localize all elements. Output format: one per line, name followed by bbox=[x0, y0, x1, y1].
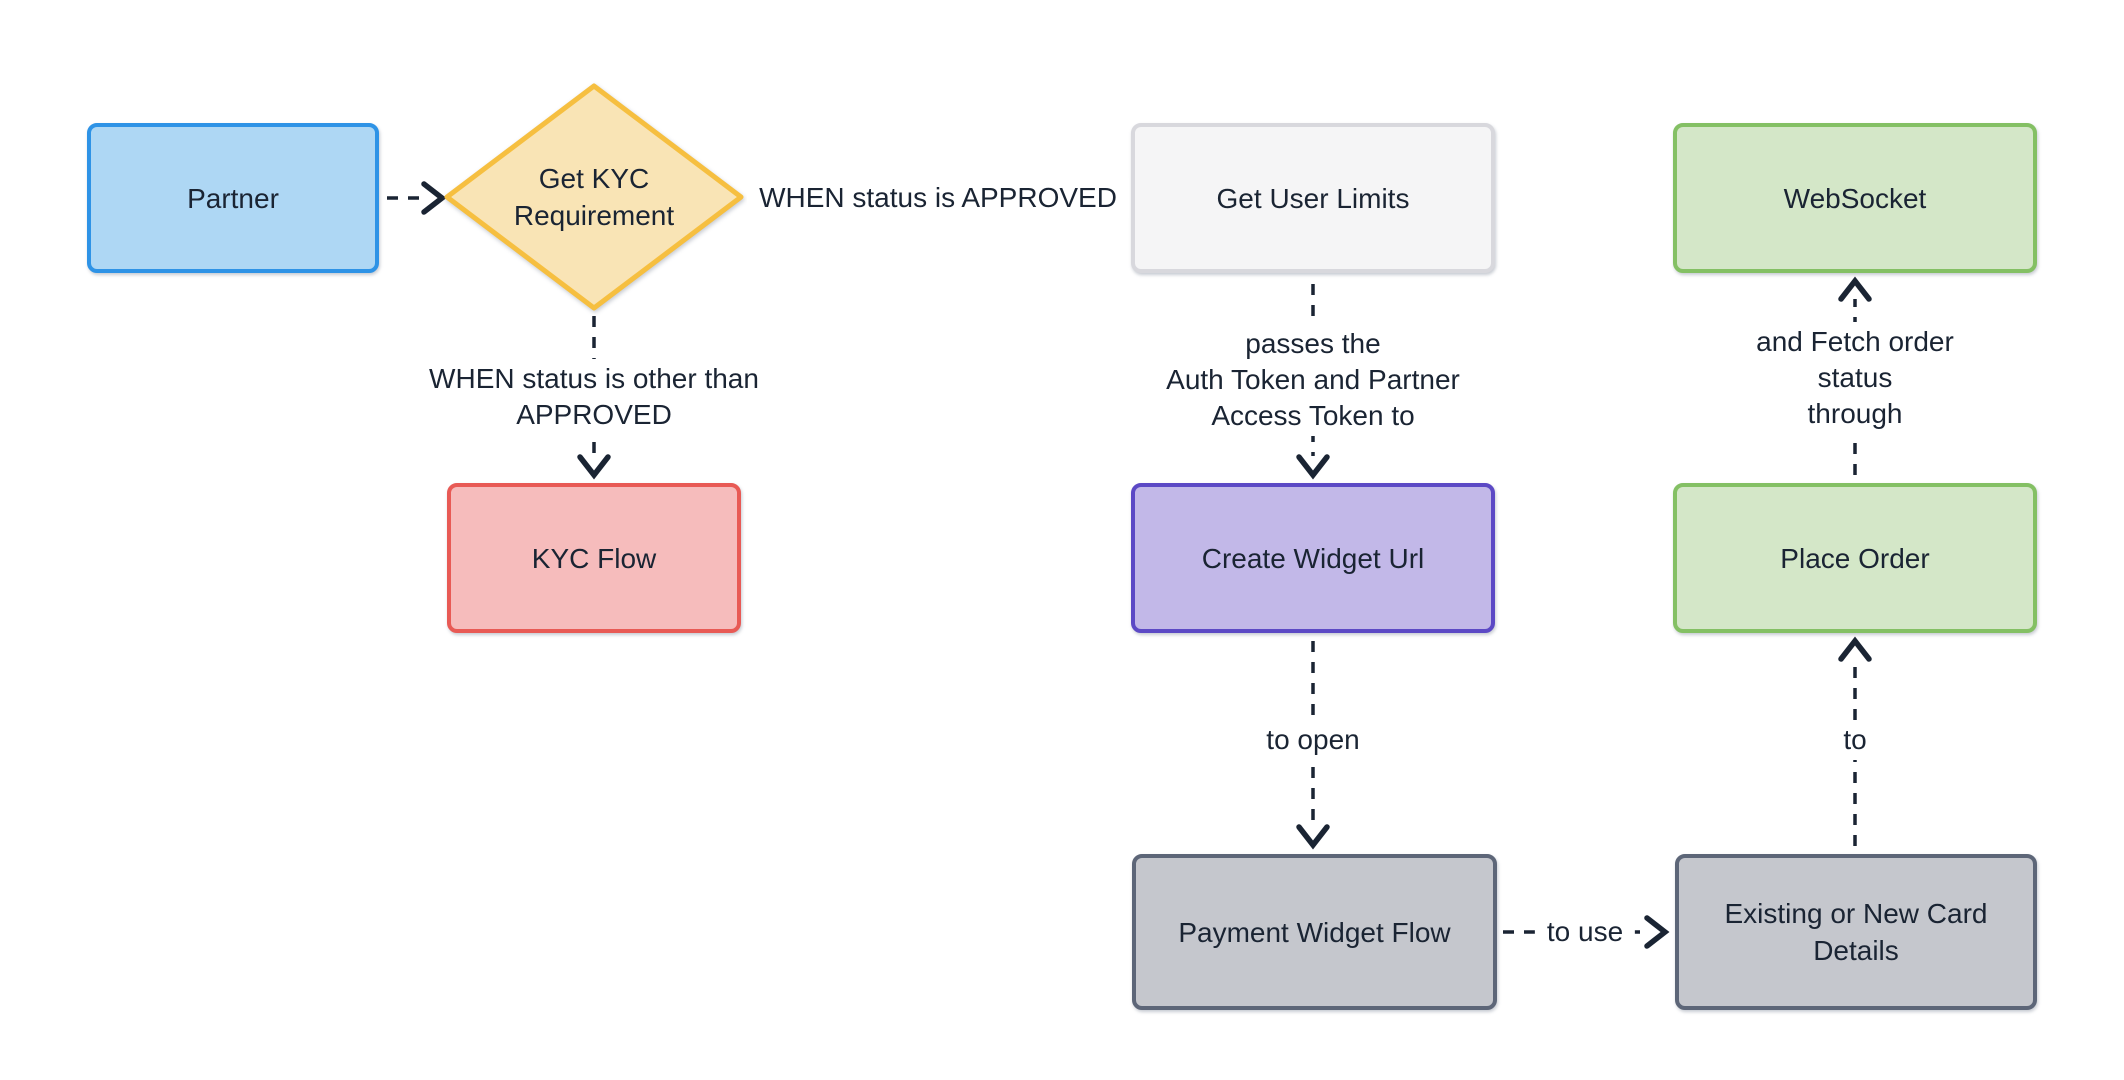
node-get-kyc-requirement-label: Get KYC Requirement bbox=[513, 163, 675, 231]
edge-label-to-open: to open bbox=[1254, 720, 1372, 760]
node-websocket-label: WebSocket bbox=[1783, 182, 1927, 214]
node-place-order-label: Place Order bbox=[1780, 542, 1930, 574]
node-create-widget-url: Create Widget Url bbox=[1131, 483, 1495, 633]
arrowhead-right-icon bbox=[1644, 915, 1670, 949]
edge-label-to: to bbox=[1831, 720, 1879, 760]
node-get-user-limits-label: Get User Limits bbox=[1216, 182, 1410, 214]
node-payment-widget-flow: Payment Widget Flow bbox=[1132, 854, 1497, 1010]
arrowhead-down-icon bbox=[1296, 824, 1330, 850]
edge-partner-to-kyc-requirement bbox=[387, 181, 447, 215]
arrowhead-right-icon bbox=[421, 181, 447, 215]
node-websocket: WebSocket bbox=[1673, 123, 2037, 273]
arrowhead-down-icon bbox=[1296, 454, 1330, 480]
edge-label-and-fetch-order-status-through: and Fetch order status through bbox=[1720, 322, 1990, 434]
arrowhead-up-icon bbox=[1838, 636, 1872, 662]
edge-label-to-use: to use bbox=[1534, 912, 1636, 952]
node-create-widget-url-label: Create Widget Url bbox=[1201, 542, 1425, 574]
node-place-order: Place Order bbox=[1673, 483, 2037, 633]
edge-label-passes-the-auth-token: passes the Auth Token and Partner Access… bbox=[1154, 324, 1472, 436]
arrowhead-down-icon bbox=[577, 454, 611, 480]
edge-label-when-status-is-other-than-approved: WHEN status is other than APPROVED bbox=[417, 359, 771, 435]
node-existing-or-new-card-label: Existing or New Card Details bbox=[1724, 898, 1988, 966]
node-kyc-flow: KYC Flow bbox=[447, 483, 741, 633]
node-get-kyc-requirement bbox=[444, 83, 744, 311]
arrowhead-up-icon bbox=[1838, 276, 1872, 302]
node-existing-or-new-card: Existing or New Card Details bbox=[1675, 854, 2037, 1010]
node-get-user-limits: Get User Limits bbox=[1131, 123, 1495, 273]
node-partner: Partner bbox=[87, 123, 379, 273]
node-kyc-flow-label: KYC Flow bbox=[531, 542, 657, 574]
edge-label-when-status-is-approved: WHEN status is APPROVED bbox=[747, 178, 1129, 218]
node-payment-widget-flow-label: Payment Widget Flow bbox=[1178, 916, 1451, 948]
node-partner-label: Partner bbox=[187, 182, 279, 214]
